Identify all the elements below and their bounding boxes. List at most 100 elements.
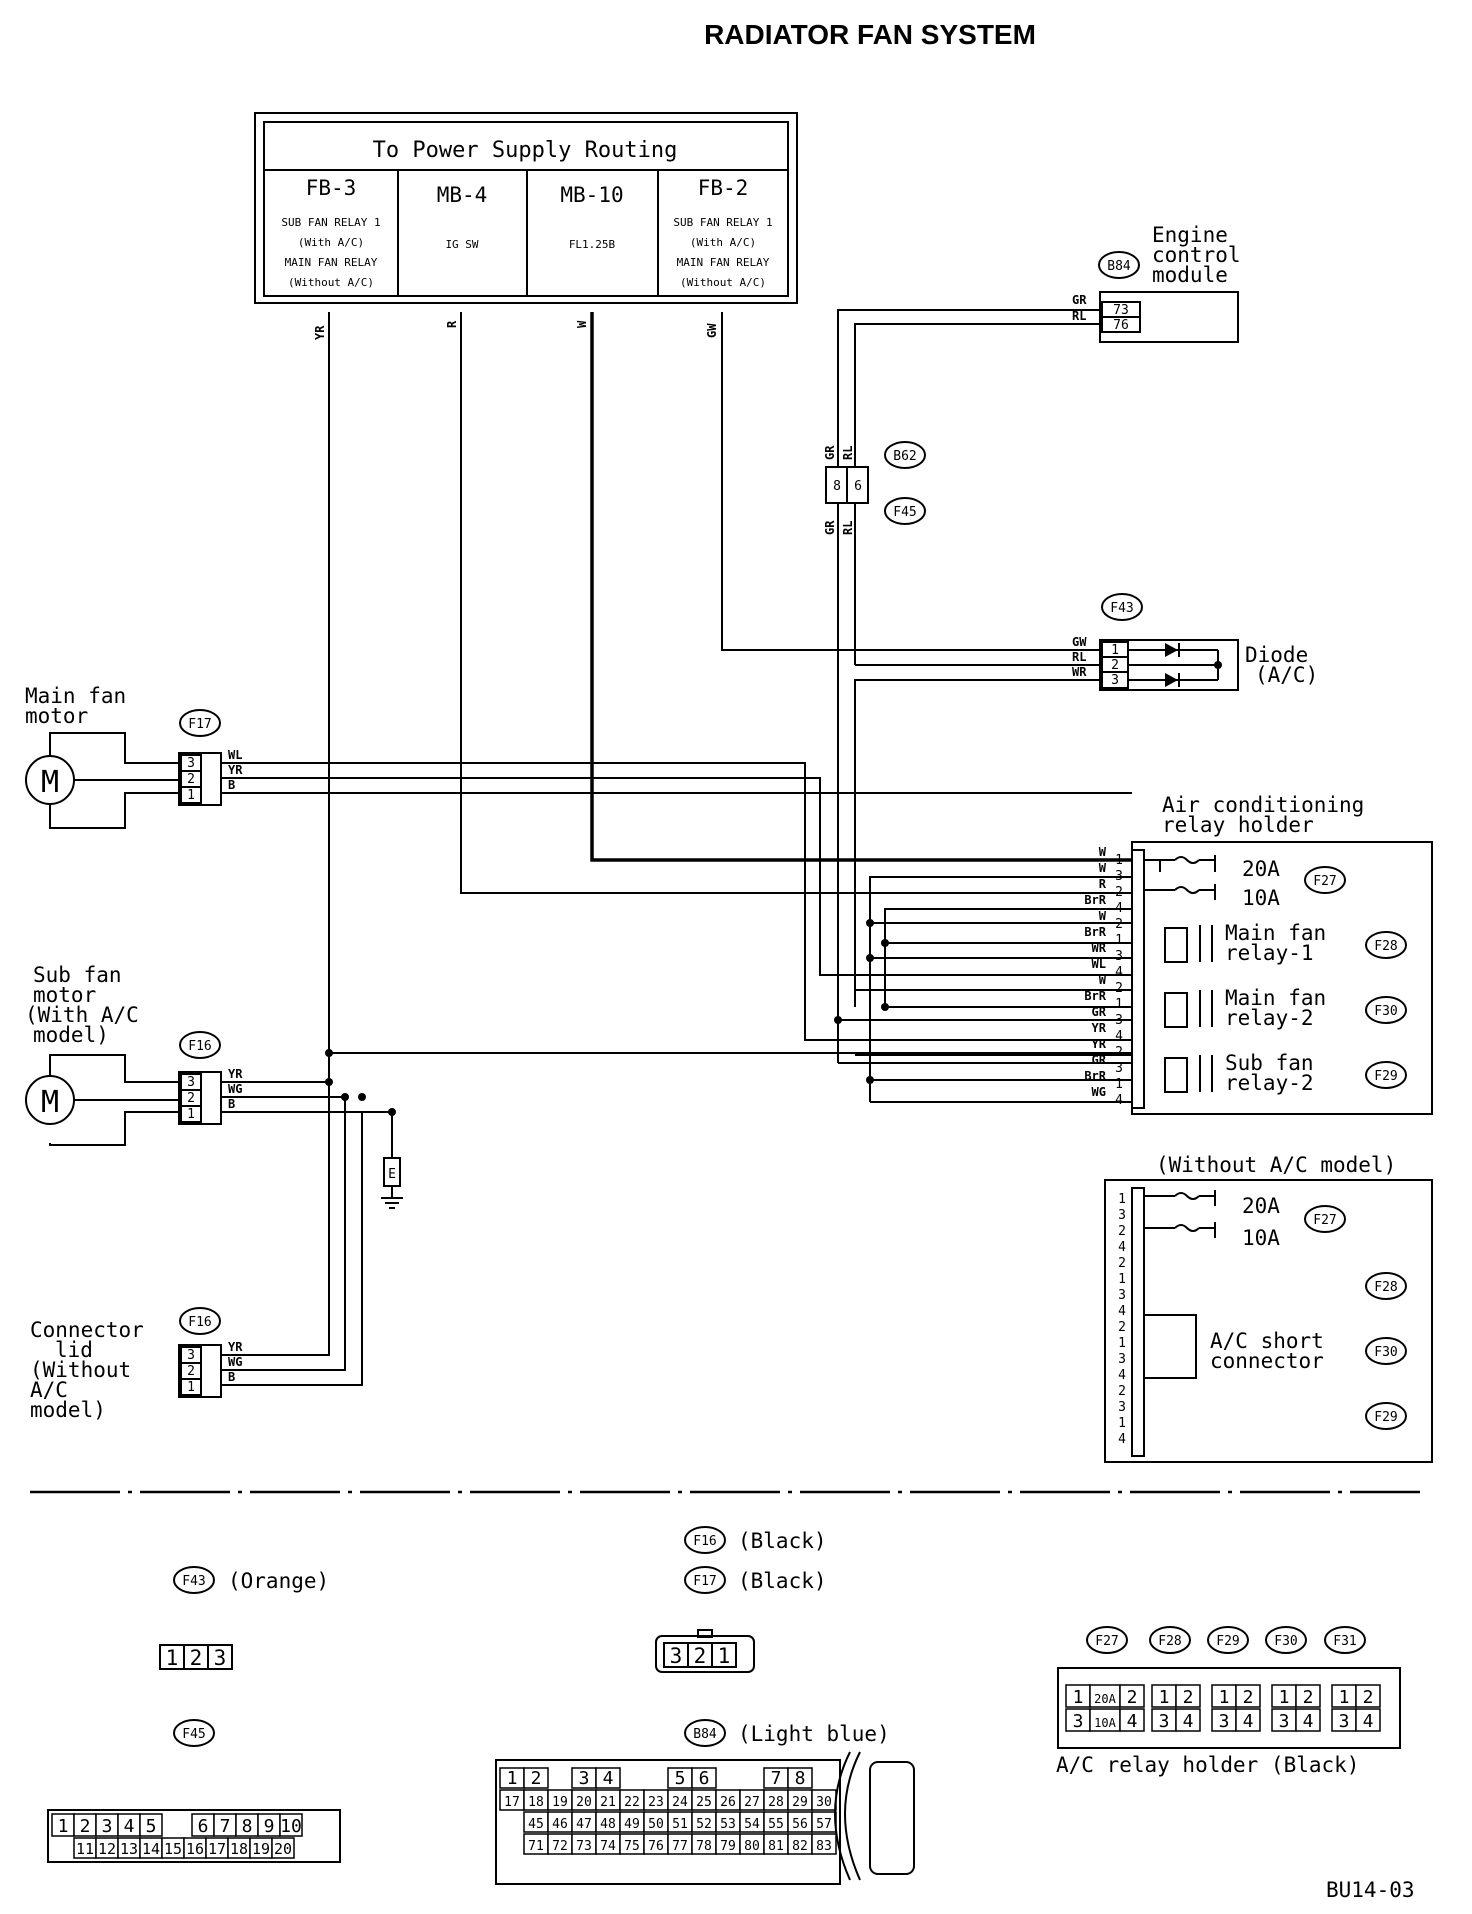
wire-label: B — [228, 1370, 235, 1384]
relay-label: relay-2 — [1225, 1006, 1314, 1030]
legend-relay-holder-pin-cell — [1175, 1708, 1201, 1732]
fb3-line: SUB FAN RELAY 1 — [281, 216, 380, 229]
connector-lid: Connector lid (Without A/C model) F16 3 … — [30, 1307, 243, 1422]
wire-label: YR — [228, 763, 243, 777]
legend-f17-pin: 1 — [718, 1644, 731, 1668]
wire-label: WG — [228, 1082, 242, 1096]
wire-label: WL — [1092, 957, 1106, 971]
legend-relay-holder-id: F31 — [1333, 1634, 1356, 1649]
sub-fan-label: motor — [33, 983, 96, 1007]
legend-relay-holder-id-ring — [1207, 1626, 1249, 1654]
main-fan-label: motor — [25, 704, 88, 728]
wire-label: W — [1099, 845, 1107, 859]
legend-b84-pin: 1 — [507, 1768, 518, 1789]
without-ac-pin: 4 — [1118, 1240, 1126, 1255]
legend-b84-pin: 48 — [600, 1817, 616, 1832]
legend-b84-pin-cell — [595, 1767, 621, 1789]
legend-b84-pin: 50 — [648, 1817, 664, 1832]
legend-relay-holder-pin: 1 — [1279, 1687, 1290, 1708]
legend-relay-holder-pin: 3 — [1339, 1711, 1350, 1732]
fb3-line: MAIN FAN RELAY — [285, 256, 378, 269]
legend-relay-holder-pin: 1 — [1219, 1687, 1230, 1708]
mb10-name: MB-10 — [560, 183, 623, 207]
main-fan-pin: 3 — [187, 756, 195, 771]
wire-label: R — [445, 320, 459, 328]
legend-relay-holder-id: F30 — [1274, 1634, 1297, 1649]
legend-b84-pin: 2 — [531, 1768, 542, 1789]
diode-pin: 1 — [1111, 643, 1119, 658]
sub-fan-pin: 1 — [187, 1107, 195, 1122]
diode-connector-id: F43 — [1110, 601, 1133, 616]
relay-holder-pin: 3 — [1115, 949, 1123, 964]
legend-relay-holder-frame — [1057, 1667, 1401, 1749]
legend-relay-holder-id: F28 — [1158, 1634, 1181, 1649]
wire-label: BrR — [1084, 925, 1106, 939]
sub-fan-motor: Sub fan motor (With A/C model) M F16 3 2… — [25, 963, 243, 1146]
fuse-10a: 10A — [1144, 884, 1280, 910]
fb2-line: (Without A/C) — [680, 276, 766, 289]
diode-icon — [1165, 643, 1178, 657]
legend-relay-holder-pin-cell — [1235, 1684, 1261, 1708]
sub-fan-label: (With A/C — [25, 1003, 139, 1027]
fb2-line: (With A/C) — [690, 236, 756, 249]
legend-b84-pin: 82 — [792, 1839, 808, 1854]
relay-holder-pin: 1 — [1115, 933, 1123, 948]
wire-label: YR — [228, 1340, 243, 1354]
legend-relay-holder-pin: 3 — [1219, 1711, 1230, 1732]
wire-label: GR — [1092, 1053, 1107, 1067]
legend-f45-pin: 14 — [142, 1840, 160, 1858]
legend-b84-pin: 29 — [792, 1795, 808, 1810]
legend-b84-pin-cell — [787, 1767, 813, 1789]
legend-b84-pin: 53 — [720, 1817, 736, 1832]
ecm-label: control — [1152, 243, 1241, 267]
wire-label: WR — [1092, 941, 1107, 955]
legend-relay-holder-pin: 2 — [1127, 1687, 1138, 1708]
wire-label: W — [1099, 861, 1107, 875]
relay-label: Main fan — [1225, 921, 1326, 945]
legend-b84-pin: 56 — [792, 1817, 808, 1832]
legend-b84-pin-cell — [523, 1767, 549, 1789]
sub-fan-connector-id: F16 — [188, 1039, 211, 1054]
diode-assembly: F43 1 2 3 GW RL WR Diode (A/C) — [1072, 593, 1318, 691]
main-fan-connector-id: F17 — [188, 717, 211, 732]
legend-f43-pin: 2 — [190, 1646, 203, 1670]
legend-f45-pin-cell — [271, 1837, 295, 1859]
diode-pin: 2 — [1111, 658, 1119, 673]
relay-connector-id: F30 — [1374, 1004, 1397, 1019]
legend-b84-pin: 22 — [624, 1795, 640, 1810]
wire-label: BrR — [1084, 893, 1106, 907]
main-fan-motor: Main fan motor M F17 3 2 1 WL YR B — [25, 684, 243, 829]
without-ac-pin: 1 — [1118, 1272, 1126, 1287]
legend-b84-pin: 26 — [720, 1795, 736, 1810]
relay-holder-pin: 2 — [1115, 981, 1123, 996]
without-ac-pin: 2 — [1118, 1256, 1126, 1271]
legend-relay-holder-pin: 3 — [1279, 1711, 1290, 1732]
sub-fan-relay-2: Sub fan relay-2 F29 — [1164, 1051, 1407, 1095]
motor-symbol: M — [41, 1085, 59, 1120]
wire-label: BrR — [1084, 1069, 1106, 1083]
legend-f17-pin: 3 — [670, 1644, 683, 1668]
legend-b84-pin: 78 — [696, 1839, 712, 1854]
relay-holder-pin: 3 — [1115, 1061, 1123, 1076]
legend-b84-pin: 74 — [600, 1839, 616, 1854]
wire-label: GR — [1072, 293, 1087, 307]
diode-pin: 3 — [1111, 673, 1119, 688]
legend-b84-pin: 3 — [579, 1768, 590, 1789]
connector-lid-id: F16 — [188, 1315, 211, 1330]
wire-label: WG — [228, 1355, 242, 1369]
legend-b84-pin: 55 — [768, 1817, 784, 1832]
wire-label: GR — [823, 520, 837, 535]
legend-relay-holder-pin: 2 — [1183, 1687, 1194, 1708]
fb3-name: FB-3 — [306, 176, 357, 200]
legend-b84-pin-cell — [811, 1833, 837, 1855]
fb2-line: SUB FAN RELAY 1 — [673, 216, 772, 229]
legend-f43-pin: 1 — [166, 1646, 179, 1670]
wire-label: B — [228, 1097, 235, 1111]
fuse-value: 20A — [1242, 857, 1280, 881]
legend-b84-pin: 79 — [720, 1839, 736, 1854]
